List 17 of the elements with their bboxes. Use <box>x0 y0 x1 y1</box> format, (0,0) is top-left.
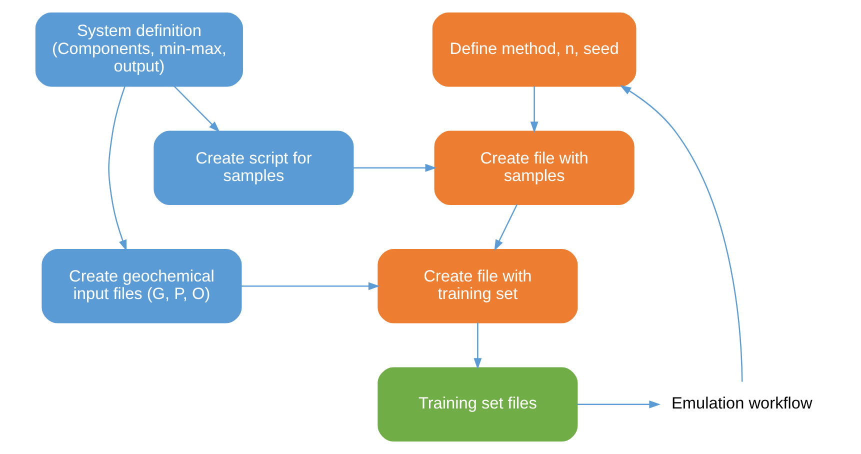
node-box: Training set files <box>378 367 578 442</box>
arrow <box>474 322 482 370</box>
node-box: Create geochemical input files (G, P, O) <box>42 249 242 324</box>
arrow <box>241 282 380 290</box>
arrow <box>494 204 518 252</box>
arrow <box>174 86 220 132</box>
arrow <box>530 86 538 133</box>
arrow <box>353 164 437 172</box>
node-box: Create file with training set <box>378 249 578 324</box>
node-box: Define method, n, seed <box>432 12 636 87</box>
arrow <box>620 85 743 382</box>
node-box: Create script for samples <box>154 130 354 205</box>
arrow <box>108 86 127 252</box>
node-box: Create file with samples <box>434 130 634 205</box>
node-box: System definition (Components, min-max, output) <box>35 12 244 87</box>
node-text: Emulation workflow <box>672 394 812 413</box>
arrow <box>577 400 661 408</box>
